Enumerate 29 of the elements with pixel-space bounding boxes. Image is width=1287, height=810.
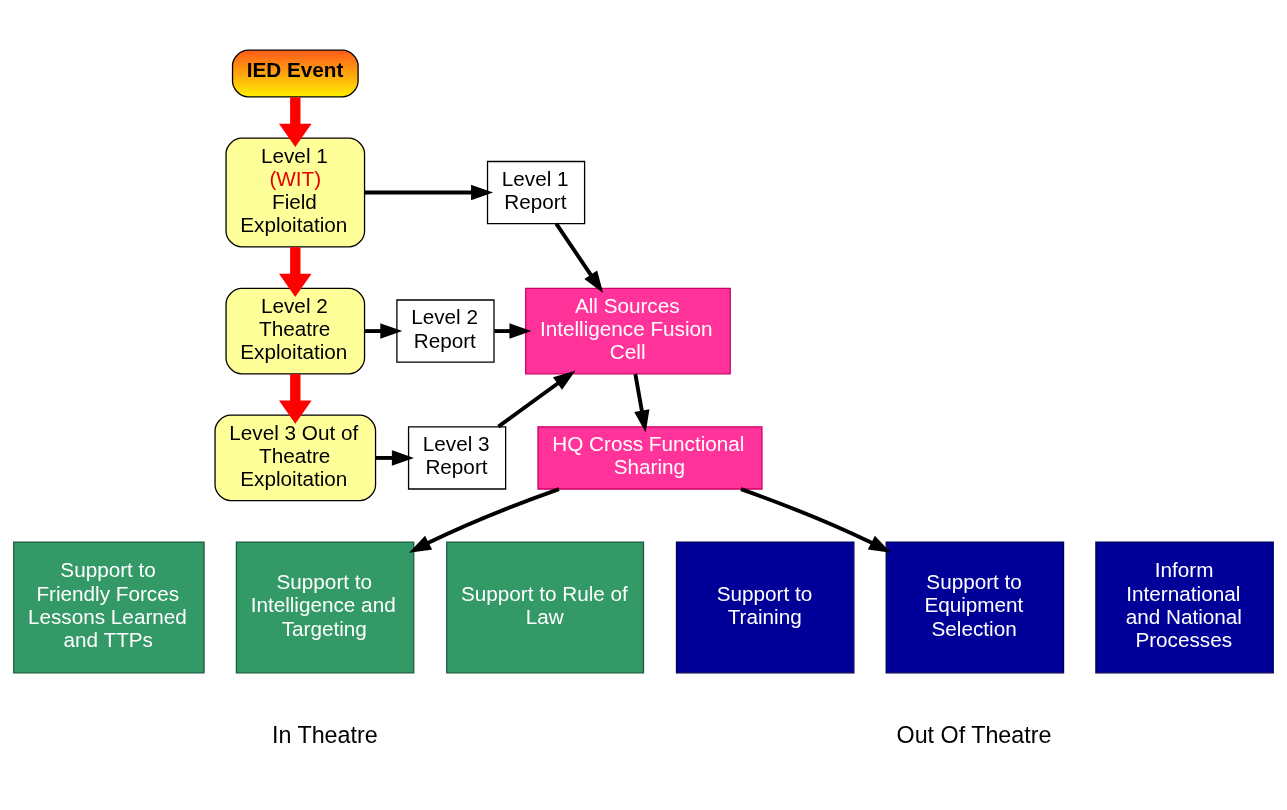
label: Out Of Theatre bbox=[896, 721, 1052, 748]
node-box: Support to Friendly Forces Lessons Learned and TTPs bbox=[13, 540, 205, 673]
arrow bbox=[633, 373, 650, 432]
node-box: Support to Intelligence and Targeting bbox=[235, 540, 415, 673]
node-box: IED Event bbox=[231, 49, 359, 97]
arrow bbox=[279, 96, 312, 147]
arrow bbox=[554, 222, 604, 293]
label: In Theatre bbox=[272, 721, 378, 748]
arrow bbox=[409, 486, 560, 553]
node-box: Inform International and National Processes bbox=[1095, 540, 1274, 673]
node-box: Level 2 Report bbox=[396, 298, 495, 363]
arrow bbox=[365, 322, 403, 339]
node-box: Level 2 Theatre Exploitation bbox=[225, 287, 366, 374]
arrow bbox=[494, 322, 532, 339]
node-box: All Sources Intelligence Fusion Cell bbox=[525, 287, 731, 374]
node-box: Level 1 Report bbox=[486, 160, 586, 224]
node-box: HQ Cross Functional Sharing bbox=[537, 425, 763, 490]
arrow bbox=[375, 449, 414, 466]
arrow bbox=[497, 370, 576, 428]
arrow bbox=[364, 184, 494, 200]
arrow bbox=[740, 486, 891, 553]
node-box: Level 3 Out of Theatre Exploitation bbox=[214, 414, 377, 501]
node-box: Support to Rule of Law bbox=[446, 540, 645, 673]
arrow bbox=[279, 373, 312, 424]
node-box: Support to Equipment Selection bbox=[885, 540, 1065, 673]
node-box: Level 1 (WIT) Field Exploitation bbox=[225, 137, 366, 248]
node-box: Support to Training bbox=[675, 540, 855, 673]
node-box: Level 3 Report bbox=[407, 425, 507, 490]
arrow bbox=[279, 246, 312, 297]
